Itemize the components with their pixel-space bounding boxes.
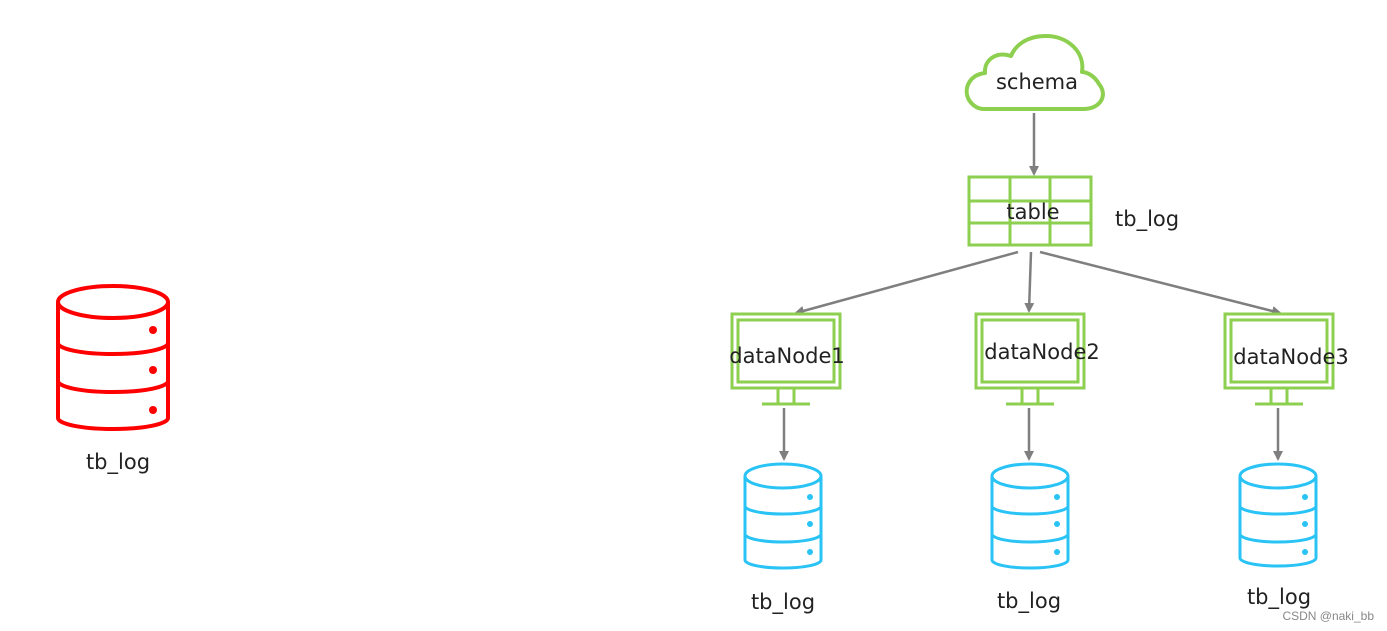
monitor-icon xyxy=(730,312,842,406)
arrow-table-to-datanode3 xyxy=(1039,250,1282,316)
db3-label: tb_log xyxy=(1247,585,1311,610)
left-db-label: tb_log xyxy=(86,450,150,475)
monitor-icon xyxy=(1223,312,1335,406)
database-icon xyxy=(990,462,1070,570)
datanode3-label: dataNode3 xyxy=(1233,345,1348,369)
db2-label: tb_log xyxy=(997,589,1061,614)
db1-label: tb_log xyxy=(751,590,815,615)
datanode2-label: dataNode2 xyxy=(984,340,1099,364)
datanode1-label: dataNode1 xyxy=(729,344,844,368)
table-side-label: tb_log xyxy=(1115,207,1179,232)
arrow-table-to-datanode1 xyxy=(794,250,1019,316)
database-icon xyxy=(56,284,170,431)
database-icon xyxy=(743,462,823,570)
database-icon xyxy=(1238,462,1318,568)
cloud-icon xyxy=(964,34,1105,111)
arrow-table-to-datanode2 xyxy=(1024,251,1035,313)
watermark: CSDN @naki_bb xyxy=(1282,609,1374,623)
schema-label: schema xyxy=(996,70,1078,94)
table-grid-icon xyxy=(967,175,1093,247)
table-label: table xyxy=(1006,200,1059,224)
monitor-icon xyxy=(974,312,1086,406)
